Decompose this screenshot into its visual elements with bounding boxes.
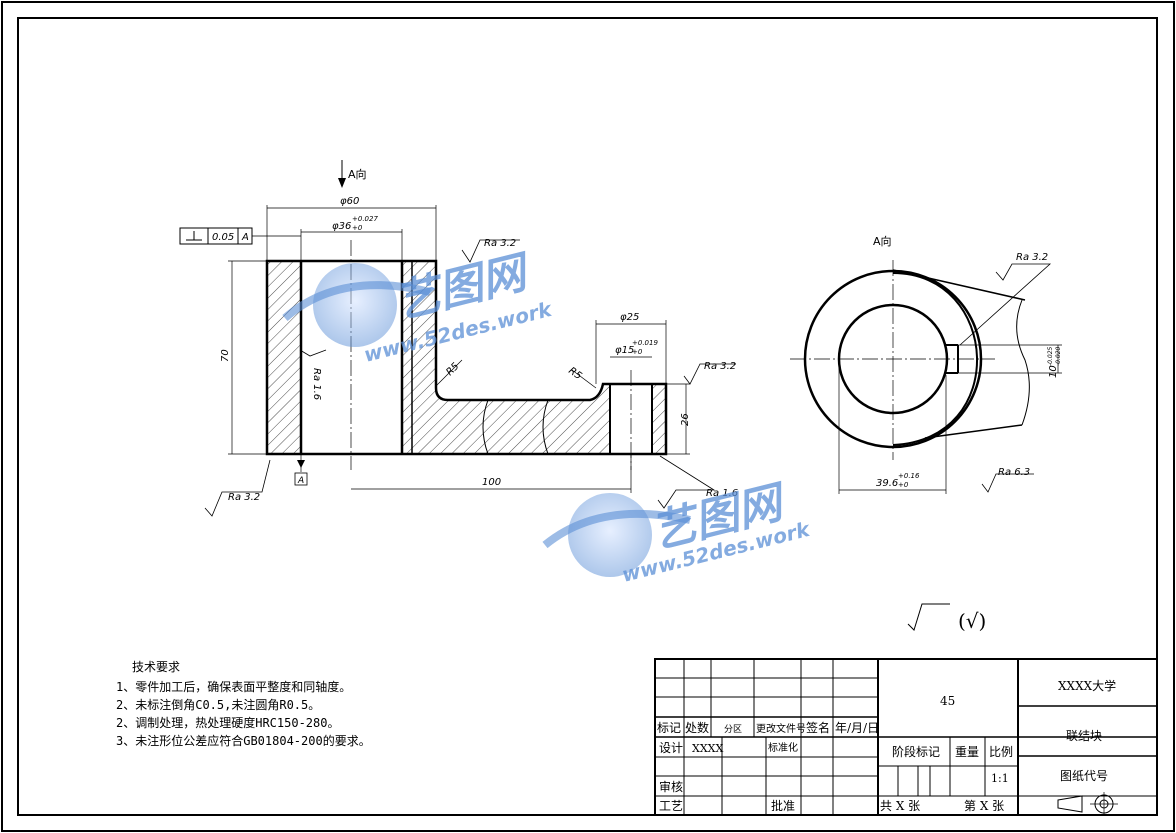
rev-header-mark: 标记: [657, 721, 681, 735]
dim-side-396-tol: +0.16: [898, 472, 920, 480]
approve-label: 批准: [771, 798, 795, 813]
tolerance-value: 0.05: [212, 232, 234, 243]
dim-r5-right: R5: [566, 365, 583, 382]
material: 45: [940, 694, 955, 708]
tech-req-item-4: 3、未注形位公差应符合GB01804-200的要求。: [116, 733, 371, 748]
review-label: 审核: [659, 779, 683, 794]
process-label: 工艺: [659, 799, 683, 813]
watermark-1: [282, 263, 431, 347]
sheet-number: 第 X 张: [964, 799, 1004, 813]
roughness-top-left: Ra 3.2: [484, 238, 516, 249]
roughness-general: (√): [958, 609, 986, 633]
part-name: 联结块: [1066, 729, 1102, 743]
dim-side-396-tol2: +0: [898, 481, 909, 489]
dim-d15: φ15: [615, 345, 634, 356]
rev-header-zone: 分区: [724, 724, 742, 735]
roughness-side-top: Ra 3.2: [1016, 252, 1048, 263]
dim-side-key-tol: -0.025: [1047, 346, 1054, 366]
dim-d25: φ25: [620, 312, 639, 323]
roughness-side-bottom: Ra 6.3: [998, 467, 1030, 478]
dim-d36-tol: +0.027: [352, 215, 378, 223]
sheets-total: 共 X 张: [880, 799, 920, 813]
roughness-bottom-right: Ra 1.6: [706, 488, 738, 499]
tech-req-item-3: 2、调制处理，热处理硬度HRC150-280。: [116, 715, 339, 730]
tolerance-datum: A: [241, 232, 249, 243]
rev-header-sign: 签名: [806, 720, 830, 735]
dim-side-396: 39.6: [876, 478, 898, 489]
tech-req-title: 技术要求: [132, 660, 180, 674]
dim-d15-tol2: +0: [632, 348, 643, 356]
inner-border: [17, 17, 1158, 816]
roughness-bottom-left: Ra 3.2: [228, 492, 260, 503]
dim-d15-tol: +0.019: [632, 339, 658, 347]
drawing-code: 图纸代号: [1060, 769, 1108, 783]
roughness-inner: Ra 1.6: [311, 368, 322, 400]
dim-100: 100: [482, 477, 501, 488]
dim-side-key: 10: [1048, 365, 1059, 378]
side-view: [790, 260, 1062, 631]
scale-value: 1:1: [991, 772, 1009, 785]
dim-26: 26: [680, 413, 691, 426]
designer-name: XXXX: [692, 742, 723, 755]
scale-label: 比例: [989, 745, 1013, 759]
section-view-label: A向: [873, 234, 892, 248]
stage-label: 阶段标记: [892, 744, 940, 759]
school-name: XXXX大学: [1058, 678, 1116, 693]
dim-70: 70: [220, 349, 231, 362]
weight-label: 重量: [955, 745, 979, 759]
standardize-label: 标准化: [768, 741, 798, 754]
datum-marker: A: [297, 476, 304, 486]
dim-d36-tol2: +0: [352, 224, 363, 232]
rev-header-count: 处数: [685, 720, 709, 735]
tech-req-item-1: 1、零件加工后，确保表面平整度和同轴度。: [116, 679, 351, 694]
watermark-2: [542, 493, 691, 577]
roughness-right-top: Ra 3.2: [704, 361, 736, 372]
rev-header-doc: 更改文件号: [756, 722, 806, 735]
view-arrow-label: A向: [348, 167, 367, 181]
tech-req-item-2: 2、未标注倒角C0.5,未注圆角R0.5。: [116, 697, 320, 712]
front-section-view: [179, 160, 736, 517]
title-block: [654, 658, 1158, 816]
dim-side-key-tol2: -0.020: [1055, 346, 1062, 366]
rev-header-date: 年/月/日: [835, 721, 879, 735]
dim-d36: φ36: [332, 221, 351, 232]
design-label: 设计: [659, 741, 683, 755]
dim-d60: φ60: [340, 196, 359, 207]
